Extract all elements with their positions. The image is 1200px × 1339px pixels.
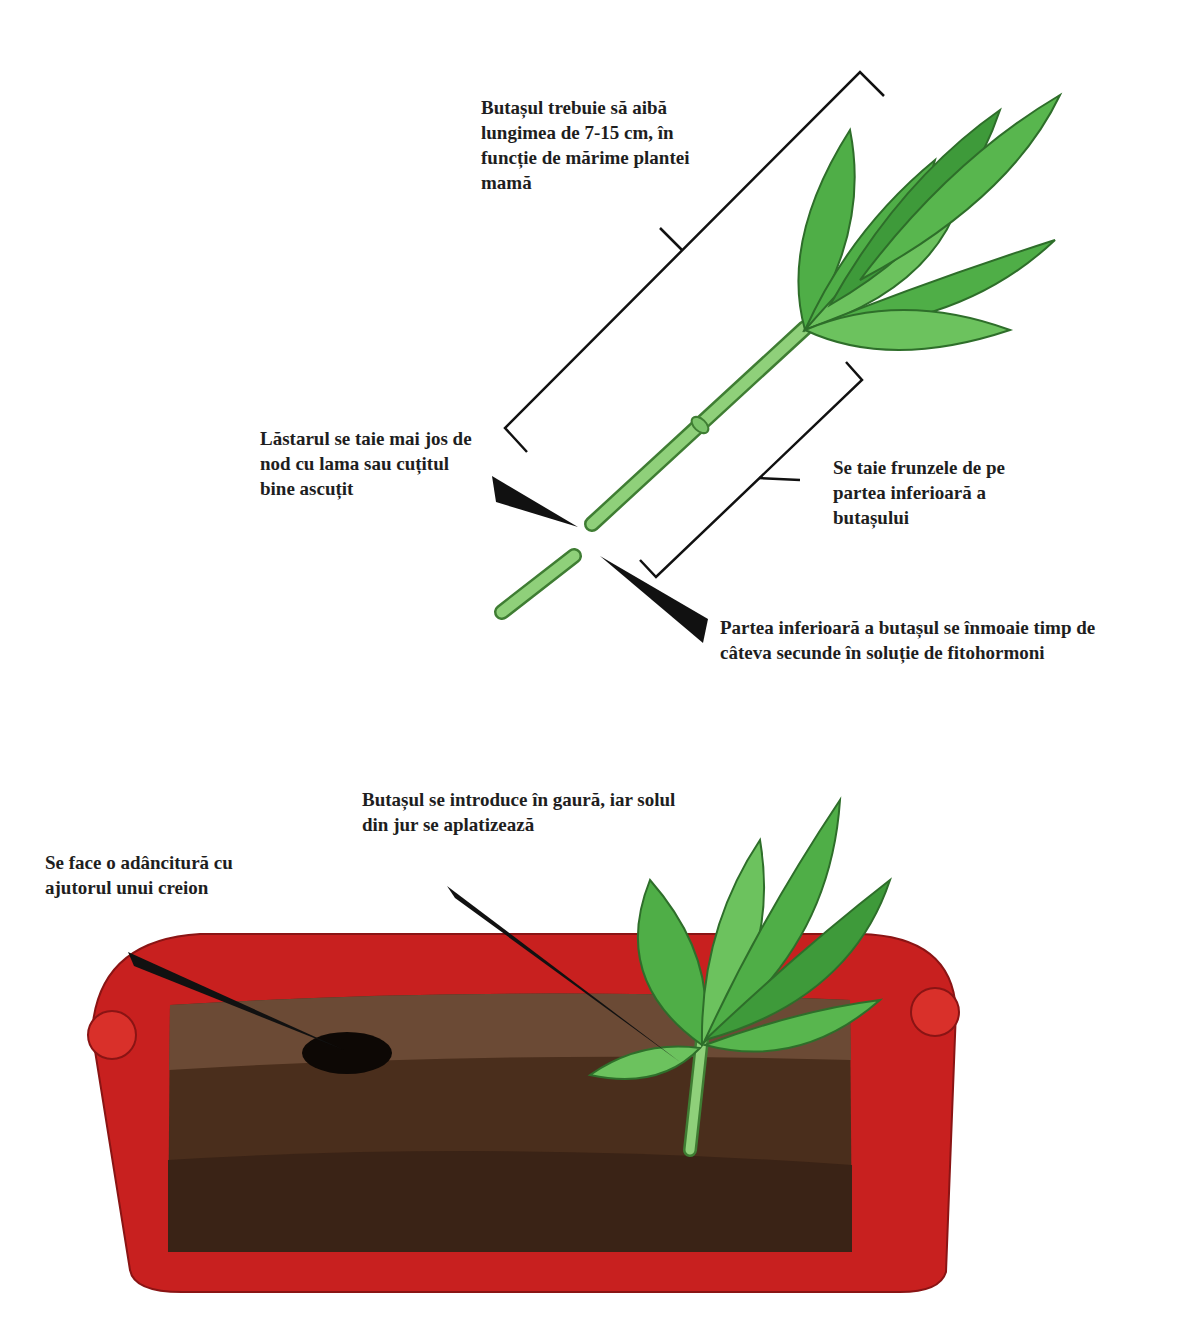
callout-note: Butașul trebuie să aibă lungimea de 7-15… <box>481 95 709 195</box>
cut-piece <box>502 556 574 612</box>
leaf-removal-bracket <box>640 362 862 577</box>
pencil-pointer <box>128 952 344 1050</box>
stem <box>592 328 805 524</box>
pot-rim <box>911 988 959 1036</box>
callout-note: Lăstarul se taie mai jos de nod cu lama … <box>260 426 488 501</box>
pencil-pointer <box>447 886 680 1062</box>
callout-note: Se face o adâncitură cu ajutorul unui cr… <box>45 850 293 900</box>
cut-piece <box>502 556 574 612</box>
soil-deep <box>168 1151 852 1252</box>
stem <box>592 328 805 524</box>
callout-note: Partea inferioară a butașul se înmoaie t… <box>720 615 1110 665</box>
leaves <box>798 95 1060 350</box>
planted-leaves <box>590 800 890 1079</box>
bracket-tick <box>759 478 800 480</box>
pot-rim <box>88 1011 136 1059</box>
stem-node <box>689 414 712 436</box>
callout-note: Se taie frunzele de pe partea inferioară… <box>833 455 1061 530</box>
blade-pointer <box>600 556 708 643</box>
blade-pointer <box>492 476 578 527</box>
callout-note: Butașul se introduce în gaură, iar solul… <box>362 787 680 837</box>
pot <box>92 934 956 1292</box>
bracket-tick <box>660 228 682 250</box>
